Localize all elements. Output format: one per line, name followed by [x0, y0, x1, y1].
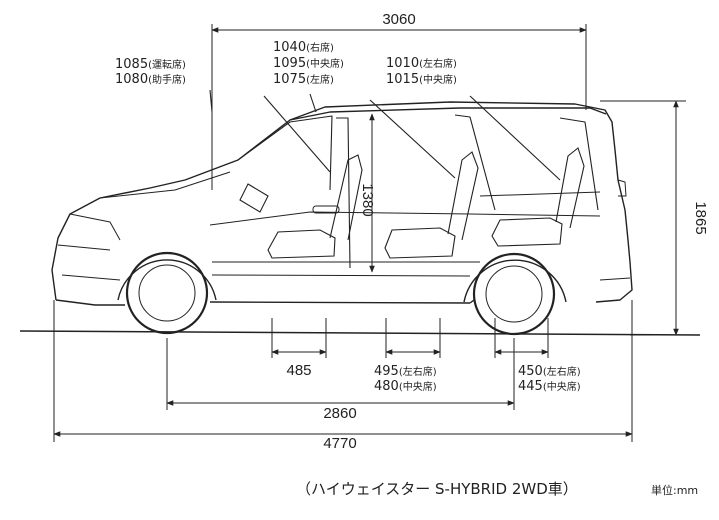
front-wheel	[117, 251, 217, 335]
interior-length-dimension: 3060	[211, 11, 587, 190]
model-caption: （ハイウェイスター S-HYBRID 2WD車）	[296, 480, 578, 498]
third-row-depth-value-1: 450(左右席)	[518, 364, 581, 379]
second-row-depth-value-1: 495(左右席)	[374, 364, 437, 379]
first-row-headroom-label: 1085(運転席) 1080(助手席)	[115, 57, 186, 87]
second-row-headroom-label: 1040(右席) 1095(中央席) 1075(左席)	[273, 40, 344, 87]
first-row-legroom-dimension: 485	[271, 318, 327, 379]
second-row-depth-dimension: 495(左右席) 480(中央席)	[374, 318, 441, 394]
second-row-depth-value-2: 480(中央席)	[374, 379, 437, 394]
overall-length-dimension: 4770	[53, 300, 633, 452]
interior-height-dimension: 1380	[359, 113, 376, 273]
third-row-headroom-value-1: 1010(左右席)	[386, 56, 457, 71]
wheelbase-value: 2860	[323, 405, 356, 422]
second-row-headroom-value-3: 1075(左席)	[273, 72, 334, 87]
overall-height-value: 1865	[692, 201, 709, 234]
first-row-legroom-value: 485	[286, 362, 311, 379]
headroom-lines	[209, 89, 561, 181]
wheelbase-dimension: 2860	[166, 338, 515, 422]
overall-length-value: 4770	[323, 435, 356, 452]
interior-height-value: 1380	[359, 183, 376, 216]
third-row-headroom-label: 1010(左右席) 1015(中央席)	[386, 56, 457, 87]
first-row-headroom-value-1: 1085(運転席)	[115, 57, 186, 72]
third-row-depth-dimension: 450(左右席) 445(中央席)	[494, 318, 581, 394]
second-row-headroom-value-1: 1040(右席)	[273, 40, 334, 55]
vehicle-outline	[51, 101, 633, 306]
third-row-headroom-value-2: 1015(中央席)	[386, 72, 457, 87]
seats	[239, 147, 585, 259]
second-row-headroom-value-2: 1095(中央席)	[273, 56, 344, 71]
rear-wheel	[463, 252, 567, 336]
ground-line	[19, 330, 701, 336]
interior-length-value: 3060	[382, 11, 415, 28]
unit-label: 単位:mm	[651, 484, 699, 497]
overall-height-dimension: 1865	[600, 100, 709, 336]
first-row-headroom-value-2: 1080(助手席)	[115, 72, 186, 87]
door-handle	[312, 205, 340, 214]
third-row-depth-value-2: 445(中央席)	[518, 379, 581, 394]
